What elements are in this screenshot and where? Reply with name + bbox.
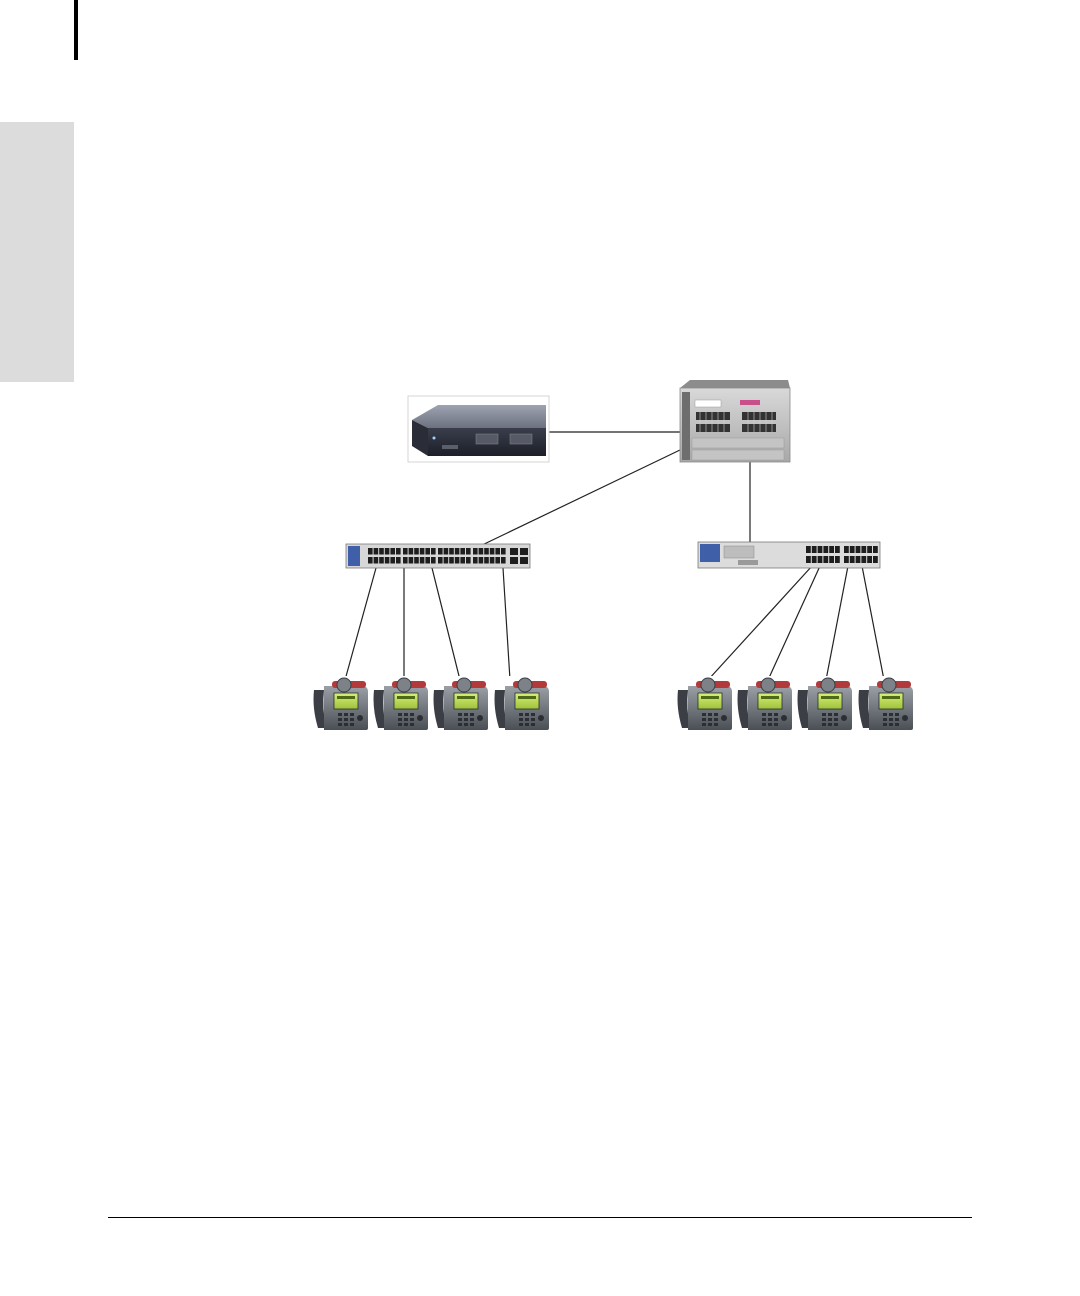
switch-port: [479, 557, 484, 564]
switch-port: [390, 548, 395, 555]
switch-port: [812, 556, 817, 563]
switch-port: [818, 556, 823, 563]
switch-port: [850, 546, 855, 553]
link-switch48-phone3: [432, 568, 460, 680]
switch-port: [823, 556, 828, 563]
ip-phone-icon: [432, 676, 488, 730]
switch-port: [495, 557, 500, 564]
switch-port: [420, 548, 425, 555]
switch-port: [466, 557, 471, 564]
switch-port: [390, 557, 395, 564]
switch-port: [835, 556, 840, 563]
link-switch24-phone5: [708, 566, 812, 680]
ip-phone-icon: [736, 676, 792, 730]
switch-port: [374, 548, 379, 555]
switch-port: [501, 557, 506, 564]
switch-port: [396, 557, 401, 564]
switch-port: [460, 548, 465, 555]
switch-port: [867, 546, 872, 553]
switch-icon: [698, 542, 880, 568]
chassis-switch-icon: [680, 380, 790, 462]
switch-port: [409, 557, 414, 564]
ip-phone-icon: [372, 676, 428, 730]
switch-icon: [346, 544, 530, 568]
switch-port: [379, 548, 384, 555]
switch-port: [473, 557, 478, 564]
switch-port: [444, 557, 449, 564]
switch-port: [844, 556, 849, 563]
ip-phone-icon: [676, 676, 732, 730]
switch-port: [856, 546, 861, 553]
switch-port: [444, 548, 449, 555]
switch-port: [495, 548, 500, 555]
switch-port: [829, 556, 834, 563]
switch-port: [374, 557, 379, 564]
switch-port: [403, 548, 408, 555]
switch-port: [867, 556, 872, 563]
switch-port: [368, 557, 373, 564]
switch-port: [449, 548, 454, 555]
switch-port: [873, 546, 878, 553]
switch-port: [460, 557, 465, 564]
switch-port: [829, 546, 834, 553]
switch-port: [856, 556, 861, 563]
switch-port: [806, 546, 811, 553]
ip-phone-icon: [493, 676, 549, 730]
switch-port: [873, 556, 878, 563]
switch-port: [431, 548, 436, 555]
link-switch24-phone6: [768, 566, 820, 680]
switch-port: [473, 548, 478, 555]
switch-port: [861, 556, 866, 563]
switch-port: [379, 557, 384, 564]
switch-port: [368, 548, 373, 555]
switch-port: [466, 548, 471, 555]
switch-port: [490, 548, 495, 555]
switch-port: [479, 548, 484, 555]
switch-port: [484, 548, 489, 555]
switch-port: [409, 548, 414, 555]
switch-port: [425, 557, 430, 564]
switch-port: [455, 548, 460, 555]
switch-port: [425, 548, 430, 555]
switch-port: [414, 557, 419, 564]
link-switch24-phone7: [826, 566, 848, 680]
switch-port: [484, 557, 489, 564]
switch-port: [385, 548, 390, 555]
switch-port: [501, 548, 506, 555]
switch-port: [812, 546, 817, 553]
switch-port: [385, 557, 390, 564]
switch-port: [455, 557, 460, 564]
switch-port: [850, 556, 855, 563]
switch-port: [396, 548, 401, 555]
link-switch24-phone8: [862, 566, 884, 680]
ip-phone-icon: [857, 676, 913, 730]
switch-port: [438, 548, 443, 555]
switch-port: [449, 557, 454, 564]
switch-port: [844, 546, 849, 553]
server-icon: [408, 396, 549, 462]
ip-phone-icon: [312, 676, 368, 730]
switch-port: [420, 557, 425, 564]
switch-port: [818, 546, 823, 553]
link-switch48-phone4: [503, 568, 510, 680]
switch-port: [806, 556, 811, 563]
link-core-switch48: [478, 450, 680, 547]
switch-port: [403, 557, 408, 564]
switch-port: [490, 557, 495, 564]
link-switch48-phone1: [345, 568, 376, 680]
switch-port: [431, 557, 436, 564]
bottom-rule: [108, 1217, 972, 1218]
switch-port: [835, 546, 840, 553]
switch-port: [861, 546, 866, 553]
switch-port: [823, 546, 828, 553]
switch-port: [438, 557, 443, 564]
ip-phone-icon: [796, 676, 852, 730]
switch-port: [414, 548, 419, 555]
